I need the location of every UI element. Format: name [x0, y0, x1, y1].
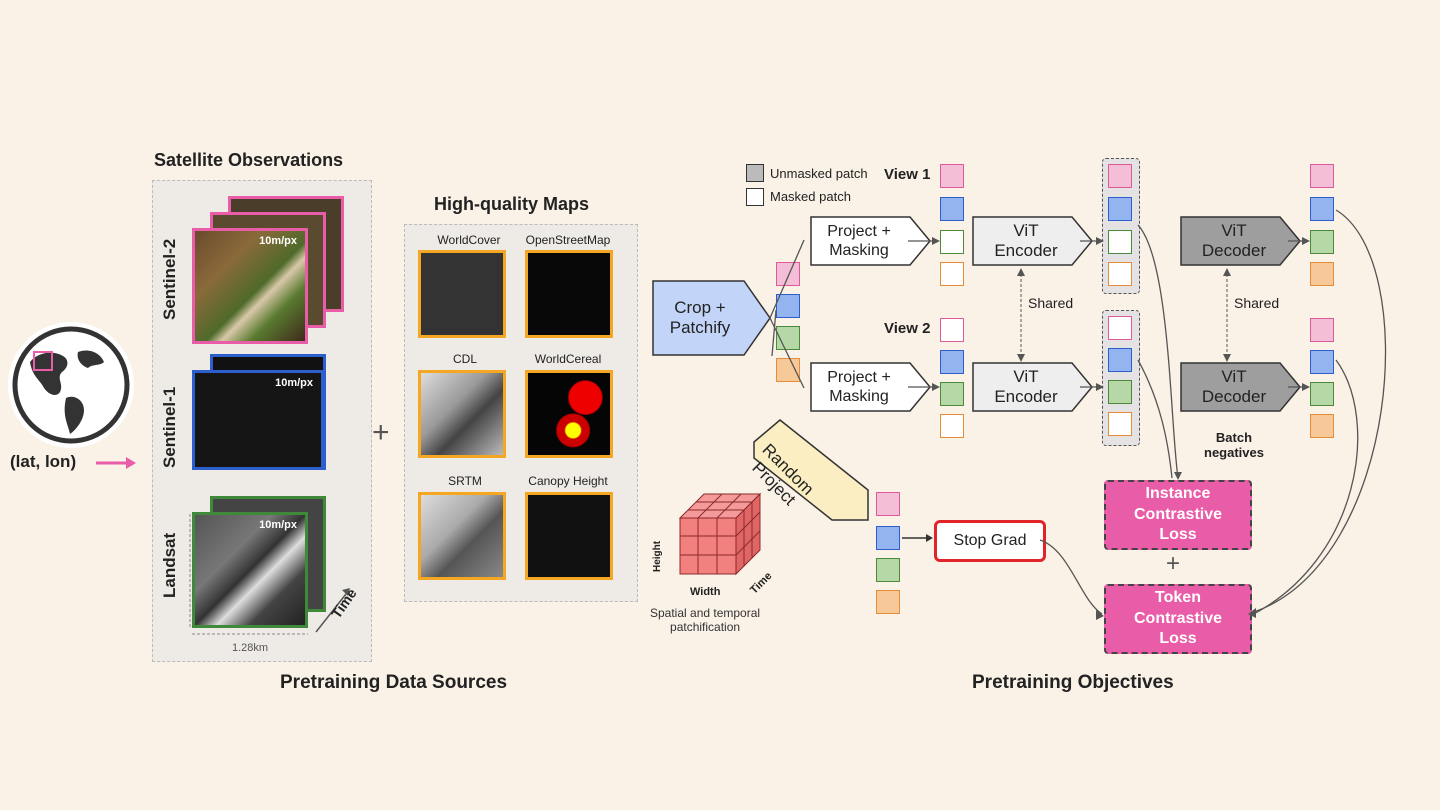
sentinel2-label: Sentinel-2	[160, 238, 179, 320]
arrow-icon	[902, 534, 933, 542]
masked-patch-orange	[1108, 262, 1132, 286]
openstreetmap-map	[525, 250, 613, 338]
scale-label: 1.28km	[232, 642, 269, 654]
shared-label-encoder: Shared	[1028, 295, 1074, 311]
patch-blue	[1108, 348, 1132, 372]
crop-patchify-node-shape	[652, 280, 771, 356]
cube-icon	[678, 492, 762, 576]
vit-decoder-view2: ViT Decoder	[1201, 366, 1267, 406]
masked-patch-green	[940, 230, 964, 254]
srtm-map	[418, 492, 506, 580]
patch-blue	[1108, 197, 1132, 221]
shared-arrow-decoder	[1223, 268, 1231, 362]
project-masking-node-view2: Project + Masking	[827, 368, 891, 405]
vit-encoder-shape	[972, 362, 1093, 412]
worldcover-map	[418, 250, 506, 338]
vit-decoder-view1: ViT Decoder	[1201, 220, 1267, 260]
sentinel1-label: Sentinel-1	[160, 386, 179, 468]
globe-icon	[8, 322, 134, 448]
view2-label: View 2	[884, 320, 931, 337]
masked-patch-orange	[940, 414, 964, 438]
patch-pink	[1108, 164, 1132, 188]
patch-blue	[1310, 197, 1334, 221]
patch-pink	[1310, 318, 1334, 342]
landsat-label: Landsat	[160, 532, 179, 598]
patch-green	[1310, 230, 1334, 254]
shared-label-decoder: Shared	[1234, 295, 1280, 311]
vit-encoder-view1: ViT Encoder	[994, 220, 1058, 260]
map-label: CDL	[452, 352, 477, 366]
resolution-label: 10m/px	[259, 235, 297, 247]
cube-width-label: Width	[690, 586, 721, 598]
resolution-label: 10m/px	[275, 377, 313, 389]
map-label: SRTM	[448, 474, 482, 488]
patch-blue	[876, 526, 900, 550]
arrow-icon	[96, 457, 136, 469]
project-masking-shape	[810, 216, 931, 266]
patch-blue	[940, 197, 964, 221]
patch-blue	[1310, 350, 1334, 374]
project-masking-node-view1: Project + Masking	[827, 222, 891, 259]
landsat-image: 10m/px	[192, 512, 308, 628]
map-label: WorldCereal	[534, 352, 602, 366]
random-project-shape	[753, 419, 869, 521]
patch-pink	[876, 492, 900, 516]
map-label: Canopy Height	[528, 474, 608, 488]
maps-title: High-quality Maps	[434, 194, 590, 214]
map-label: WorldCover	[437, 233, 501, 247]
canopy-height-map	[525, 492, 613, 580]
map-label: OpenStreetMap	[525, 233, 611, 247]
crop-patchify-node: Crop + Patchify	[669, 297, 731, 337]
patch-blue	[940, 350, 964, 374]
resolution-label: 10m/px	[259, 519, 297, 531]
patch-blue	[776, 294, 800, 318]
patch-pink	[776, 262, 800, 286]
legend-masked-label: Masked patch	[770, 189, 851, 204]
masked-patch-pink	[940, 318, 964, 342]
patch-green	[876, 558, 900, 582]
patch-green	[940, 382, 964, 406]
lat-lon-label: (lat, lon)	[10, 452, 77, 471]
patch-orange	[1310, 262, 1334, 286]
worldcereal-map	[525, 370, 613, 458]
shared-arrow-encoder	[1017, 268, 1025, 362]
data-sources-label: Pretraining Data Sources	[280, 672, 508, 693]
legend-masked-swatch	[746, 188, 764, 206]
patch-orange	[876, 590, 900, 614]
sentinel1-image: 10m/px	[192, 370, 324, 470]
plus-icon: +	[372, 416, 390, 449]
token-contrastive-loss: Token Contrastive Loss	[1104, 584, 1252, 654]
patch-orange	[776, 358, 800, 382]
cdl-map	[418, 370, 506, 458]
patch-green	[1310, 382, 1334, 406]
vit-encoder-view2: ViT Encoder	[994, 366, 1058, 406]
satellite-title: Satellite Observations	[154, 150, 344, 170]
masked-patch-pink	[1108, 316, 1132, 340]
patch-green	[776, 326, 800, 350]
view1-label: View 1	[884, 166, 931, 183]
project-masking-shape	[810, 362, 931, 412]
patch-orange	[1310, 414, 1334, 438]
legend-unmasked-swatch	[746, 164, 764, 182]
cube-caption: Spatial and temporal patchification	[650, 606, 761, 634]
batch-negatives-label: Batch negatives	[1204, 430, 1264, 460]
time-arrow-icon	[315, 588, 350, 633]
patch-pink	[1310, 164, 1334, 188]
masked-patch-orange	[1108, 412, 1132, 436]
masked-patch-green	[1108, 230, 1132, 254]
masked-patch-orange	[940, 262, 964, 286]
stop-grad-node: Stop Grad	[934, 520, 1046, 562]
objectives-label: Pretraining Objectives	[972, 672, 1174, 693]
patch-green	[1108, 380, 1132, 404]
vit-encoder-shape	[972, 216, 1093, 266]
legend-unmasked-label: Unmasked patch	[770, 166, 868, 181]
instance-contrastive-loss: Instance Contrastive Loss	[1104, 480, 1252, 550]
sentinel2-image: 10m/px	[192, 228, 308, 344]
scale-bar	[189, 514, 308, 635]
plus-icon: +	[1166, 550, 1181, 577]
patch-pink	[940, 164, 964, 188]
cube-height-label: Height	[652, 540, 663, 572]
